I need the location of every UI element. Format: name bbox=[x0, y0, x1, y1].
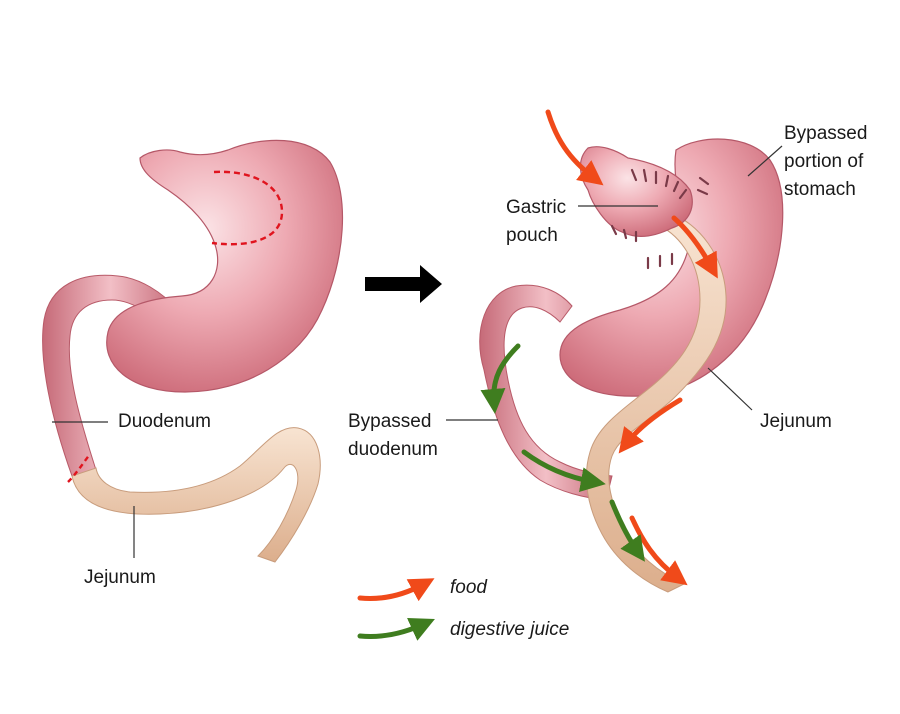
label-jejunum-left: Jejunum bbox=[84, 567, 156, 588]
food-arrow-4 bbox=[629, 515, 688, 586]
legend-food-label: food bbox=[450, 577, 487, 598]
label-gastric-pouch-line1: Gastric bbox=[506, 197, 567, 218]
food-arrow-1 bbox=[545, 109, 604, 186]
gastric-pouch-shape bbox=[579, 146, 693, 237]
jejunum-left-shape bbox=[71, 427, 321, 563]
juice-arrow-2 bbox=[521, 449, 606, 492]
juice-arrow-1 bbox=[480, 343, 521, 414]
label-gastric-pouch-line2: pouch bbox=[506, 225, 558, 246]
juice-arrow-3 bbox=[609, 499, 645, 562]
juice-arrows bbox=[480, 343, 645, 562]
bypassed-duodenum-shape bbox=[479, 284, 613, 501]
label-bypassed-duodenum-line1: Bypassed bbox=[348, 411, 432, 432]
label-bypassed-stomach-line2: portion of bbox=[784, 151, 864, 172]
transition-arrow bbox=[365, 265, 442, 303]
food-arrow-2 bbox=[671, 215, 718, 279]
legend-swatches bbox=[357, 578, 435, 641]
bypass-anatomy bbox=[446, 109, 784, 593]
label-jejunum-right: Jejunum bbox=[760, 411, 832, 432]
stomach-cut-line bbox=[211, 170, 284, 246]
label-duodenum: Duodenum bbox=[118, 411, 211, 432]
food-arrows bbox=[545, 109, 718, 586]
legend-food-arrow bbox=[357, 578, 435, 602]
jejunum-right-shape bbox=[585, 211, 727, 593]
jejunum-right-leader bbox=[707, 367, 753, 411]
junction-cut-line bbox=[67, 453, 91, 483]
bypassed-stomach-shape bbox=[559, 138, 784, 397]
bypassed-stomach-leader bbox=[747, 145, 783, 177]
label-bypassed-stomach-line1: Bypassed bbox=[784, 123, 868, 144]
legend-juice-label: digestive juice bbox=[450, 619, 570, 640]
normal-anatomy bbox=[42, 139, 344, 563]
label-bypassed-stomach-line3: stomach bbox=[784, 179, 856, 200]
staple-line bbox=[610, 168, 710, 270]
legend-juice-arrow bbox=[357, 617, 435, 641]
label-bypassed-duodenum-line2: duodenum bbox=[348, 439, 438, 460]
food-arrow-3 bbox=[618, 397, 683, 454]
stomach-shape bbox=[106, 139, 344, 393]
